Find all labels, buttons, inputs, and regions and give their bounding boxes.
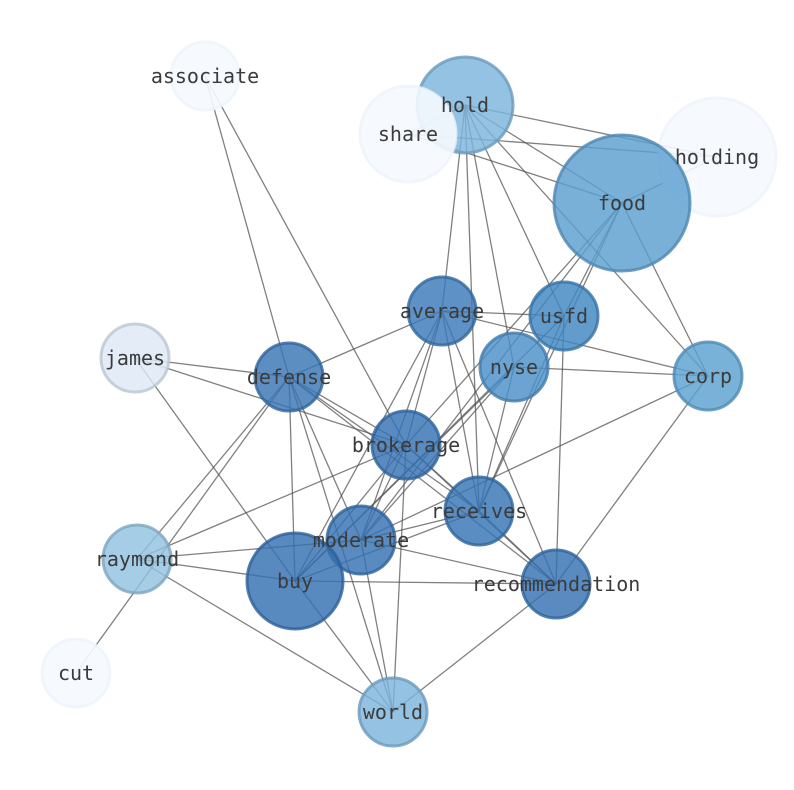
node-label-defense: defense: [247, 365, 331, 389]
node-label-recommendation: recommendation: [472, 572, 641, 596]
node-associate: [169, 40, 241, 112]
node-label-james: james: [105, 346, 165, 370]
node-label-corp: corp: [684, 364, 732, 388]
edge-associate-defense: [204, 75, 290, 378]
edge-average-buy: [294, 310, 443, 582]
edge-defense-cut: [75, 376, 290, 674]
node-share: [358, 84, 458, 184]
node-usfd: [528, 280, 600, 352]
node-cut: [40, 637, 112, 709]
node-label-nyse: nyse: [490, 355, 538, 379]
edge-associate-brokerage: [204, 75, 407, 446]
node-label-raymond: raymond: [95, 547, 179, 571]
node-average: [406, 275, 478, 347]
edge-defense-recommendation: [288, 376, 557, 585]
node-receives: [443, 475, 515, 547]
node-label-share: share: [378, 122, 438, 146]
edge-usfd-recommendation: [555, 315, 565, 585]
node-label-world: world: [363, 700, 423, 724]
node-label-holding: holding: [675, 145, 759, 169]
node-label-brokerage: brokerage: [352, 433, 460, 457]
node-label-usfd: usfd: [540, 304, 588, 328]
node-defense: [253, 341, 325, 413]
node-moderate: [325, 504, 397, 576]
edge-brokerage-raymond: [136, 444, 407, 560]
node-label-hold: hold: [441, 93, 489, 117]
node-layer: [40, 40, 778, 748]
edge-corp-recommendation: [555, 375, 709, 585]
edge-raymond-world: [136, 558, 394, 713]
edge-brokerage-world: [392, 444, 407, 713]
node-label-moderate: moderate: [313, 528, 409, 552]
node-label-buy: buy: [277, 569, 313, 593]
node-raymond: [101, 523, 173, 595]
edge-corp-moderate: [360, 375, 709, 541]
node-label-associate: associate: [151, 64, 259, 88]
edge-average-recommendation: [441, 310, 557, 585]
node-recommendation: [520, 548, 592, 620]
node-label-average: average: [400, 299, 484, 323]
node-corp: [672, 340, 744, 412]
node-nyse: [478, 331, 550, 403]
node-label-receives: receives: [431, 499, 527, 523]
node-world: [357, 676, 429, 748]
node-label-cut: cut: [58, 661, 94, 685]
edge-defense-raymond: [136, 376, 290, 560]
node-brokerage: [370, 409, 442, 481]
node-label-food: food: [598, 191, 646, 215]
node-james: [99, 322, 171, 394]
node-buy: [245, 531, 345, 631]
node-food: [552, 133, 692, 273]
